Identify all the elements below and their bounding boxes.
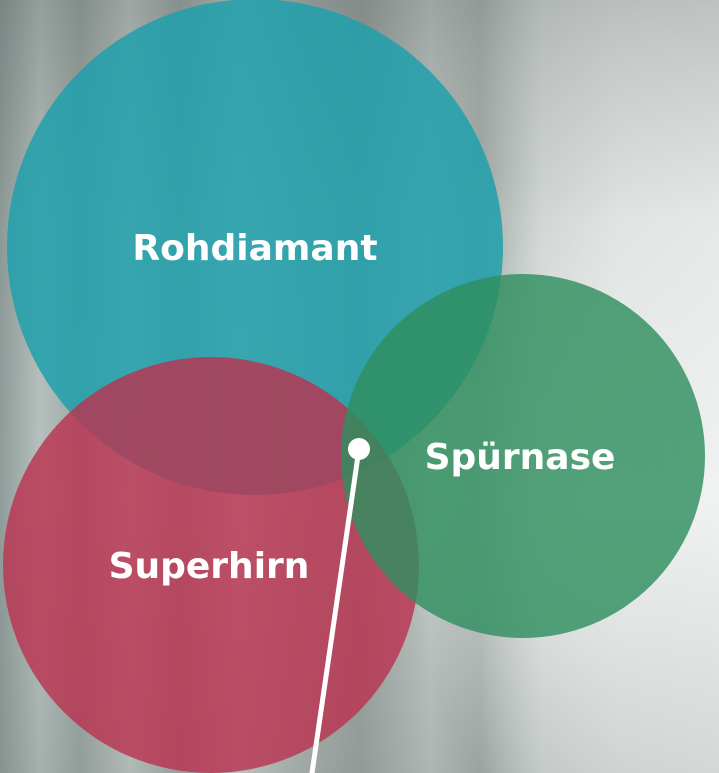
pointer-dot (348, 438, 370, 460)
label-superhirn: Superhirn (109, 546, 310, 587)
pointer-line (309, 446, 362, 773)
label-rohdiamant: Rohdiamant (132, 228, 377, 269)
circle-spuernase (341, 274, 705, 638)
circle-superhirn (3, 357, 419, 773)
label-spuernase: Spürnase (425, 437, 616, 478)
